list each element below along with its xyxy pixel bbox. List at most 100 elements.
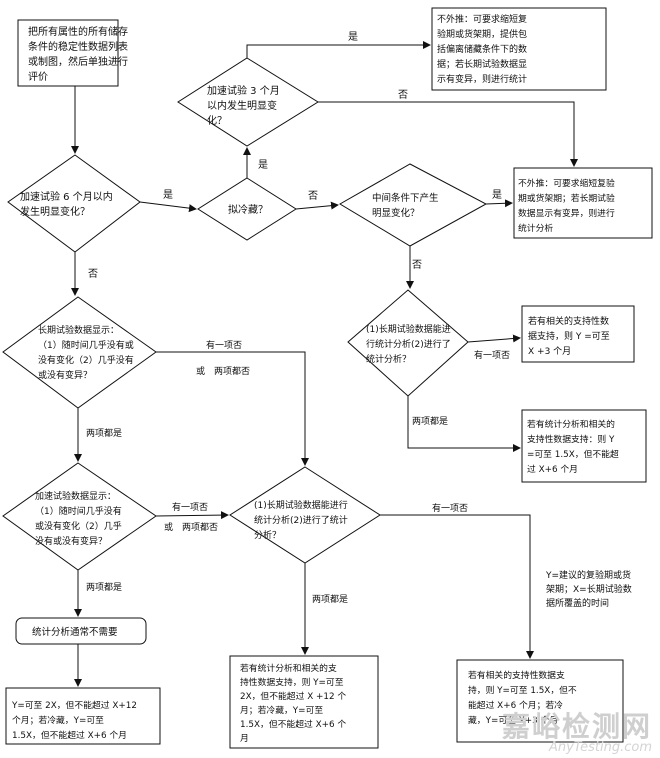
decision-long-term-stat-center bbox=[229, 466, 381, 564]
label-no-intermediate: 否 bbox=[412, 259, 422, 271]
text-line: 没有或没有变异？ bbox=[35, 535, 107, 547]
text-line: 加速试验数据显示： bbox=[35, 490, 116, 502]
text-line: 月；若冷藏，Y=可至 bbox=[240, 704, 323, 716]
text-line: 或没有变化（2）几乎 bbox=[35, 520, 122, 532]
text-line: (1)长期试验数据能进行 bbox=[254, 499, 348, 511]
result-bottom-right-1.5x bbox=[456, 659, 624, 743]
long-term-data-shows-text: 长期试验数据显示：（1）随时间几乎没有或没有变化（2）几乎没有或没有变异？ bbox=[38, 324, 134, 381]
intermediate-text: 中间条件下产生明显变化？ bbox=[372, 192, 439, 219]
text-line: 能超过 X+6 个月；若冷 bbox=[468, 699, 563, 711]
stat-not-needed-text: 统计分析通常不需要 bbox=[32, 626, 118, 638]
result-bottom-right-text: 若有相关的支持性数据支持，则 Y=可至 1.5X，但不能超过 X+6 个月；若冷… bbox=[468, 669, 577, 726]
text-line: 把所有属性的所有储存 bbox=[28, 25, 128, 38]
label-yes-accel6: 是 bbox=[163, 189, 173, 201]
label-or-both-no-accel: 或 两项都否 bbox=[164, 521, 218, 533]
text-line: （1）随时间几乎没有或 bbox=[38, 339, 134, 351]
text-line: 支持性数据支持：则 Y bbox=[527, 433, 615, 445]
label-no-accel3: 否 bbox=[398, 89, 408, 101]
label-both-yes-accel: 两项都是 bbox=[86, 582, 122, 593]
result-x3-text: 若有相关的支持性数据支持，则 Y =可至 X +3 个月 bbox=[528, 315, 610, 357]
label-yes-refrig: 是 bbox=[258, 159, 268, 171]
result-middle-no-extrapolation bbox=[513, 167, 653, 239]
result-top-text: 不外推：可要求缩短复验期或货架期，提供包括偏离储藏条件下的数据；若长期试验数据显… bbox=[437, 13, 527, 85]
label-one-no-left: 有一项否 bbox=[206, 339, 242, 351]
decision-refrigerate bbox=[197, 177, 297, 241]
text-line: 示有变异，则进行统计 bbox=[437, 73, 527, 85]
text-line: Y=可至 2X，但不能超过 X+12 bbox=[11, 699, 137, 711]
text-line: 加速试验 6 个月以内 bbox=[20, 190, 113, 203]
start-text: 把所有属性的所有储存条件的稳定性数据列表或制图，然后单独进行评价 bbox=[28, 25, 128, 83]
text-line: 统计分析？ bbox=[366, 353, 411, 365]
text-line: 长期试验数据显示： bbox=[38, 324, 119, 336]
text-line: (1)长期试验数据能进 bbox=[366, 323, 451, 335]
definition-note: Y=建议的复验期或货架期；X=长期试验数据所覆盖的时间 bbox=[545, 569, 632, 609]
text-line: 统计分析通常不需要 bbox=[32, 626, 118, 638]
result-15x6-text: 若有统计分析和相关的支持性数据支持：则 Y=可至 1.5X，但不能超过 X+6 … bbox=[527, 418, 619, 475]
text-line: 1.5X，但不能超过 X+6 个月 bbox=[12, 729, 127, 741]
text-line: 据支持，则 Y =可至 bbox=[528, 330, 610, 342]
text-line: X +3 个月 bbox=[528, 346, 571, 357]
text-line: 验期或货架期，提供包 bbox=[437, 28, 527, 40]
text-line: 统计分析 bbox=[518, 222, 553, 234]
text-line: 据所覆盖的时间 bbox=[546, 597, 609, 609]
text-line: 持性数据支持，则 Y=可至 bbox=[240, 676, 344, 688]
text-line: 或制图，然后单独进行 bbox=[28, 55, 128, 68]
text-line: 2X，但不能超过 X +12 个 bbox=[240, 690, 346, 702]
text-line: 若有统计分析和相关的 bbox=[527, 418, 615, 430]
text-line: 统计分析(2)进行了统计 bbox=[254, 514, 348, 526]
text-line: 加速试验 3 个月 bbox=[207, 84, 280, 97]
refrigerate-text: 拟冷藏？ bbox=[228, 203, 268, 216]
text-line: 行统计分析(2)进行了 bbox=[366, 338, 451, 350]
text-line: 数据显示有变异，则进行 bbox=[518, 207, 615, 219]
result-2x-plus-12 bbox=[5, 687, 161, 745]
text-line: 月 bbox=[240, 733, 249, 744]
text-line: 以内发生明显变 bbox=[207, 99, 277, 112]
text-line: 没有变化（2）几乎没有 bbox=[38, 354, 134, 366]
stat-not-needed-box bbox=[15, 617, 147, 645]
text-line: 1.5X，但不能超过 X+6 个 bbox=[240, 718, 346, 730]
long-term-stat-center-text: (1)长期试验数据能进行统计分析(2)进行了统计分析？ bbox=[254, 499, 348, 541]
text-line: 发生明显变化？ bbox=[20, 205, 90, 218]
decision-accel-6-months bbox=[7, 154, 141, 253]
accel-6-months-text: 加速试验 6 个月以内发生明显变化？ bbox=[20, 190, 113, 218]
label-both-yes-right: 两项都是 bbox=[412, 416, 448, 427]
text-line: 条件的稳定性数据列表 bbox=[28, 40, 128, 53]
text-line: 若有相关的支持性数据支 bbox=[468, 669, 565, 681]
label-one-no-center: 有一项否 bbox=[432, 502, 468, 514]
label-yes-accel3: 是 bbox=[348, 31, 358, 43]
text-line: 拟冷藏？ bbox=[228, 203, 268, 216]
text-line: 明显变化？ bbox=[372, 207, 420, 219]
decision-accel-3-months bbox=[177, 57, 319, 147]
text-line: 若有相关的支持性数 bbox=[528, 315, 609, 327]
text-line: 据；若长期试验数据显 bbox=[437, 58, 527, 70]
text-line: 分析？ bbox=[254, 529, 281, 541]
text-line: 不外推：可要求缩短复 bbox=[437, 13, 527, 25]
result-center-text: 若有统计分析和相关的支持性数据支持，则 Y=可至 2X，但不能超过 X +12 个… bbox=[240, 662, 346, 744]
label-both-yes-left: 两项都是 bbox=[86, 428, 122, 439]
text-line: 持，则 Y=可至 1.5X，但不 bbox=[468, 684, 577, 696]
text-line: 若有统计分析和相关的支 bbox=[240, 662, 337, 674]
text-line: =可至 1.5X，但不能超 bbox=[527, 448, 619, 460]
text-line: 括偏离储藏条件下的数 bbox=[437, 43, 527, 55]
text-line: 中间条件下产生 bbox=[372, 192, 439, 204]
label-one-no-accel: 有一项否 bbox=[172, 501, 208, 513]
result-middle-text: 不外推：可要求缩短复验期或货架期；若长期试验数据显示有变异，则进行统计分析 bbox=[518, 177, 615, 234]
text-line: 不外推：可要求缩短复验 bbox=[518, 177, 615, 189]
text-line: （1）随时间几乎没有 bbox=[35, 505, 122, 517]
long-term-stat-right-text: (1)长期试验数据能进行统计分析(2)进行了统计分析？ bbox=[366, 323, 451, 365]
label-yes-intermediate: 是 bbox=[492, 189, 502, 201]
result-x-plus-3 bbox=[521, 305, 635, 363]
result-1.5x-plus-6 bbox=[521, 409, 647, 483]
start-box bbox=[17, 19, 119, 87]
text-line: 评价 bbox=[28, 71, 48, 83]
text-line: 化？ bbox=[207, 114, 227, 127]
watermark: 嘉峪检测网 AnyTesting.com bbox=[502, 713, 652, 755]
text-line: 期或货架期；若长期试验 bbox=[518, 192, 615, 204]
text-line: 藏，Y=可至 X+3 个月 bbox=[468, 714, 558, 726]
decision-long-term-data-shows bbox=[2, 296, 157, 409]
decision-intermediate-condition bbox=[339, 163, 488, 247]
accel-data-shows-text: 加速试验数据显示： （1）随时间几乎没有或没有变化（2）几乎没有或没有变异？ bbox=[35, 490, 122, 547]
label-no-refrig: 否 bbox=[308, 190, 318, 202]
